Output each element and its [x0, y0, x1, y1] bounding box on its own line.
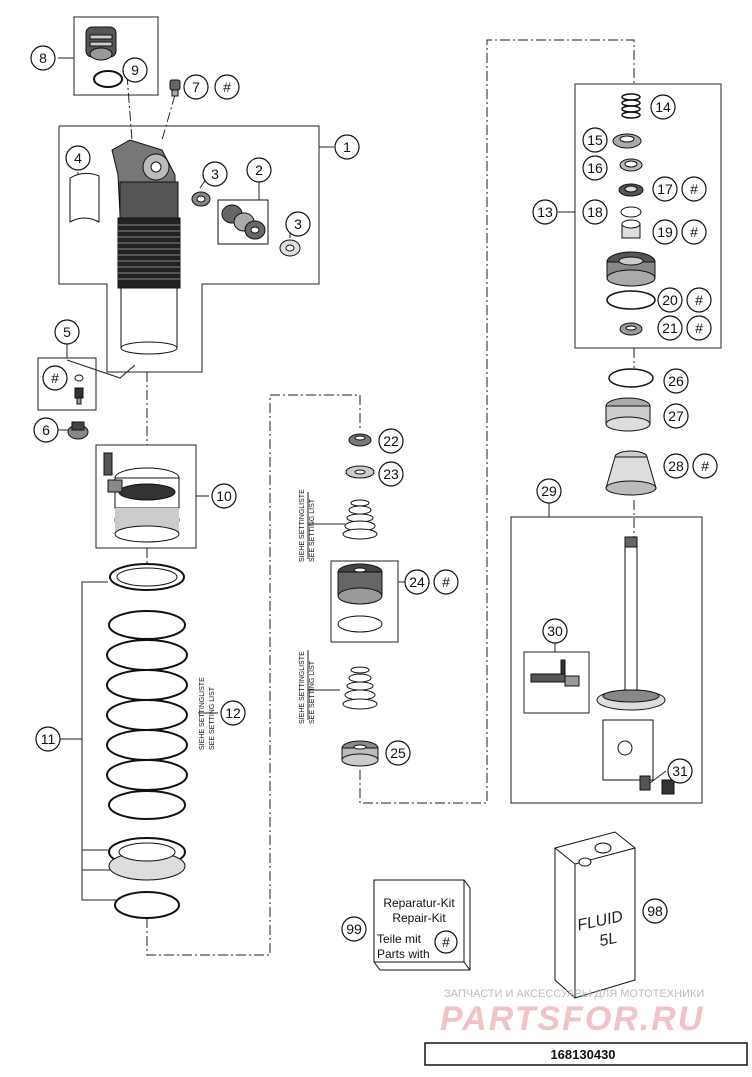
hash-7: # [223, 79, 231, 95]
callouts [30, 45, 718, 954]
hash-28: # [701, 458, 709, 474]
hash-21: # [695, 320, 703, 336]
part-bearing-set-2 [217, 199, 269, 245]
group-box-13 [574, 83, 722, 349]
part-spring-ring-bottom [114, 891, 180, 919]
callout-2: 2 [255, 162, 263, 178]
part-washer-25 [341, 740, 379, 767]
part-circlip-26 [608, 368, 654, 388]
part-screw-7 [169, 79, 181, 97]
callout-20: 20 [662, 292, 678, 308]
hash-5: # [51, 370, 59, 386]
callout-6: 6 [42, 422, 50, 438]
document-number-box [424, 1042, 748, 1066]
callout-22: 22 [383, 433, 399, 449]
setting-list-de-spring: SIEHE SETTINGLISTE [199, 677, 206, 750]
part-shock-absorber-body [111, 139, 181, 355]
group-box-30 [523, 651, 590, 714]
callout-25: 25 [390, 745, 406, 761]
callout-17: 17 [657, 181, 673, 197]
setting-list-label-lower: SIEHE SETTINGLISTE SEE SETTING LIST [299, 651, 316, 724]
repair-kit-line3: Teile mit [377, 932, 422, 946]
hash-19: # [690, 224, 698, 240]
repair-kit-line2: Repair-Kit [392, 911, 446, 925]
setting-list-en-upper: SEE SETTING LIST [309, 498, 316, 562]
callout-24: 24 [409, 574, 425, 590]
setting-list-en-spring: SEE SETTING LIST [209, 686, 216, 750]
setting-list-label-spring: SIEHE SETTINGLISTE SEE SETTING LIST [199, 677, 216, 750]
part-sticker-4 [69, 172, 100, 223]
callout-9: 9 [131, 62, 139, 78]
callout-4: 4 [74, 150, 82, 166]
part-valve-30 [530, 659, 580, 687]
part-spring-12 [106, 610, 188, 820]
callout-5: 5 [63, 324, 71, 340]
group-box-29 [510, 516, 703, 804]
group-box-1 [58, 125, 320, 373]
part-group-13 [606, 93, 656, 336]
callout-27: 27 [668, 408, 684, 424]
part-nut-22 [348, 433, 372, 447]
setting-list-de-lower: SIEHE SETTINGLISTE [299, 651, 306, 724]
part-shim-stack-upper [342, 499, 378, 540]
repair-kit-line1: Reparatur-Kit [383, 896, 455, 910]
group-box-8-9 [73, 16, 159, 96]
part-spring-adjuster-10 [103, 452, 180, 543]
callout-26: 26 [668, 373, 684, 389]
part-spring-seat-lower [108, 837, 186, 881]
part-reservoir-cap [85, 26, 117, 61]
callout-13: 13 [537, 204, 553, 220]
callout-12: 12 [225, 705, 241, 721]
setting-list-en-lower: SEE SETTING LIST [309, 660, 316, 724]
part-washer-3b [279, 239, 301, 257]
callout-18: 18 [587, 204, 603, 220]
setting-list-de-upper: SIEHE SETTINGLISTE [299, 489, 306, 562]
callout-10: 10 [216, 488, 232, 504]
part-piston-24 [337, 563, 383, 633]
document-number: 168130430 [550, 1047, 615, 1062]
callout-14: 14 [655, 99, 671, 115]
hash-24: # [442, 574, 450, 590]
group-lines [37, 16, 722, 956]
callout-8: 8 [39, 50, 47, 66]
callout-30: 30 [547, 623, 563, 639]
callout-3a: 3 [211, 166, 219, 182]
callout-98: 98 [647, 903, 663, 919]
callout-99: 99 [346, 921, 362, 937]
part-bump-stop-28 [605, 450, 657, 496]
repair-kit-line4: Parts with [377, 947, 430, 961]
callout-23: 23 [383, 466, 399, 482]
callout-16: 16 [587, 160, 603, 176]
callout-19: 19 [657, 224, 673, 240]
callout-31: 31 [672, 763, 688, 779]
part-o-ring-9 [93, 70, 123, 88]
hash-99: # [442, 934, 450, 950]
part-fluid-can [554, 831, 636, 999]
part-plug-6 [67, 421, 89, 440]
group-box-24 [330, 560, 399, 643]
hash-20: # [695, 292, 703, 308]
part-spring-ring-top [109, 563, 185, 591]
callout-3b: 3 [294, 216, 302, 232]
part-bump-cup-27 [605, 397, 651, 432]
callout-7: 7 [192, 79, 200, 95]
part-bleed-screw-5 [74, 374, 84, 405]
setting-list-label-upper: SIEHE SETTINGLISTE SEE SETTING LIST [299, 489, 316, 562]
part-piston-rod-29 [596, 536, 675, 795]
callout-15: 15 [587, 132, 603, 148]
callout-28: 28 [668, 458, 684, 474]
callout-21: 21 [662, 320, 678, 336]
watermark-brand: PARTSFOR.RU [440, 1000, 704, 1038]
callout-1: 1 [343, 139, 351, 155]
watermark-tagline: ЗАПЧАСТИ И АКСЕССУАРЫ ДЛЯ МОТОТЕХНИКИ [444, 988, 704, 1000]
callout-11: 11 [41, 731, 56, 747]
hash-17: # [690, 181, 698, 197]
part-shim-stack-lower [342, 666, 378, 710]
fluid-label-line2: 5L [598, 930, 619, 950]
part-washer-3a [191, 191, 211, 207]
callout-29: 29 [541, 483, 557, 499]
